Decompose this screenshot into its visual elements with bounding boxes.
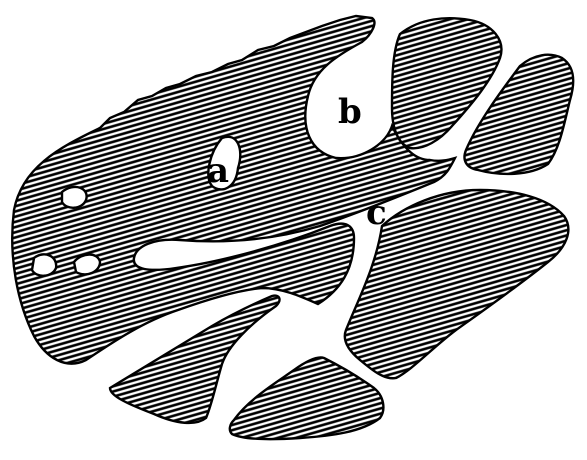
- label-c: c: [366, 193, 387, 233]
- bottom-region: [230, 358, 384, 440]
- label-b: b: [338, 92, 362, 132]
- label-a: a: [207, 151, 229, 191]
